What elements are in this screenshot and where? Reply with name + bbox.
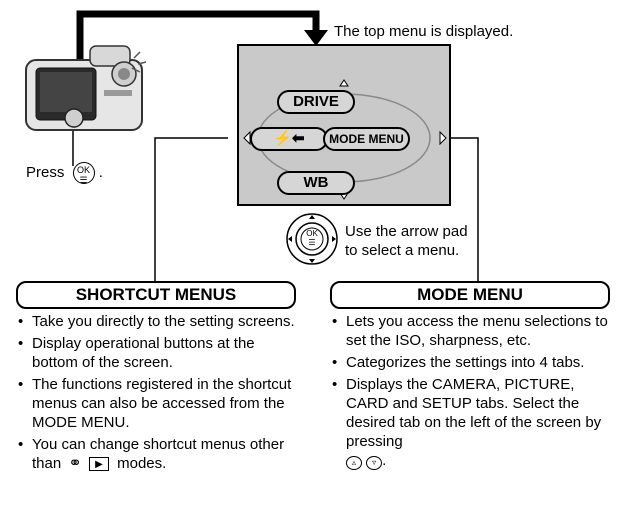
list-item: The functions registered in the shortcut…: [16, 375, 300, 432]
mode-last-text: Displays the CAMERA, PICTURE, CARD and S…: [346, 376, 602, 450]
movie-mode-icon: ⚭: [68, 455, 82, 472]
down-button-icon: ▿: [366, 456, 383, 470]
shortcut-menus-heading: SHORTCUT MENUS: [16, 281, 296, 309]
arrow-pad-menu-glyph: ☰: [308, 238, 316, 247]
list-item: Displays the CAMERA, PICTURE, CARD and S…: [330, 375, 610, 470]
list-item: Take you directly to the setting screens…: [16, 312, 300, 331]
list-item: Categorizes the settings into 4 tabs.: [330, 353, 610, 372]
shortcut-last-prefix: You can change shortcut menus other than: [32, 436, 285, 472]
wb-menu-item[interactable]: WB: [277, 171, 355, 195]
camera-icon: [25, 45, 147, 131]
mode-last-period: .: [382, 452, 387, 469]
arrow-pad-note-line2: to select a menu.: [345, 242, 460, 259]
camera-illustration: [20, 38, 160, 138]
list-item: Lets you access the menu selections to s…: [330, 312, 610, 350]
arrow-pad-note-line1: Use the arrow pad: [345, 223, 468, 240]
shortcut-last-suffix: modes.: [117, 455, 167, 472]
drive-menu-item[interactable]: DRIVE: [277, 90, 355, 114]
mode-menu-heading: MODE MENU: [330, 281, 610, 309]
top-arrow-line: [76, 10, 320, 78]
playback-mode-icon: ▶: [88, 457, 109, 472]
shortcut-menus-list: Take you directly to the setting screens…: [16, 312, 300, 476]
arrow-pad-icon: [286, 213, 338, 265]
up-button-icon: ▵: [346, 456, 362, 470]
arrow-pad: OK ☰: [285, 212, 339, 266]
mode-menu-item[interactable]: MODE MENU: [323, 127, 410, 151]
up-indicator: [339, 79, 349, 87]
ok-button-icon: OK☰: [72, 162, 95, 185]
right-indicator: [439, 130, 447, 146]
list-item: You can change shortcut menus other than…: [16, 435, 300, 473]
press-instruction: Press OK☰ .: [26, 162, 103, 185]
flash-mode-icon: ⚡⬅: [273, 130, 305, 147]
list-item: Display operational buttons at the botto…: [16, 334, 300, 372]
press-period: .: [98, 163, 103, 181]
top-menu-note: The top menu is displayed.: [334, 23, 514, 40]
top-arrowhead: [304, 30, 328, 46]
arrow-pad-ok-label: OK: [306, 229, 318, 238]
mode-menu-list: Lets you access the menu selections to s…: [330, 312, 610, 473]
shortcut-leader: [154, 137, 228, 284]
top-menu-screen: DRIVE WB ⚡⬅ MODE MENU: [237, 44, 451, 206]
flash-menu-item[interactable]: ⚡⬅: [250, 127, 328, 151]
arrow-pad-note: Use the arrow pad to select a menu.: [345, 222, 468, 260]
press-label: Press: [26, 163, 65, 181]
